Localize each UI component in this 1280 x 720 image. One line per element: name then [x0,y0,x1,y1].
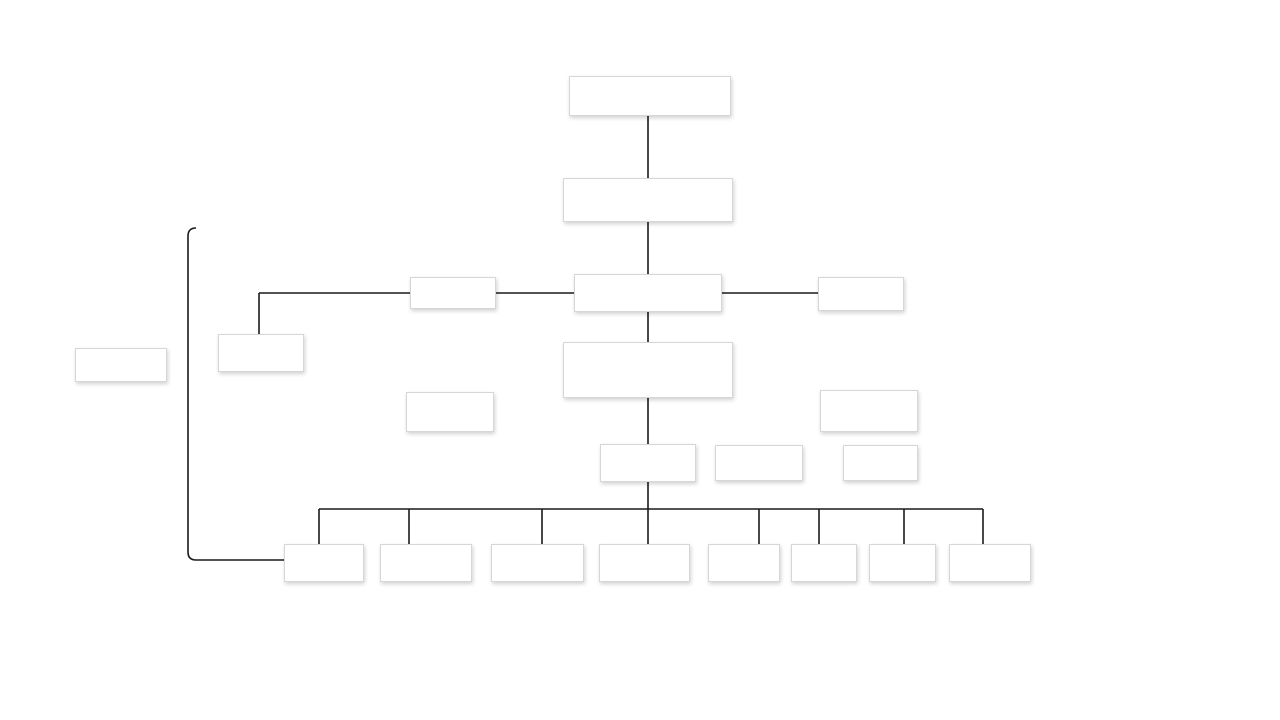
org-node-19[interactable] [791,544,857,582]
org-node-9[interactable] [600,444,696,482]
org-node-14[interactable] [284,544,364,582]
org-node-1[interactable] [569,76,731,116]
org-node-6[interactable] [563,342,733,398]
org-node-3[interactable] [574,274,722,312]
org-node-10[interactable] [406,392,494,432]
org-node-15[interactable] [380,544,472,582]
org-node-8[interactable] [75,348,167,382]
org-node-17[interactable] [599,544,690,582]
org-node-5[interactable] [818,277,904,311]
org-node-12[interactable] [715,445,803,481]
connector-bracket-left [187,227,284,561]
org-node-11[interactable] [820,390,918,432]
org-node-21[interactable] [949,544,1031,582]
org-node-13[interactable] [843,445,918,481]
org-node-18[interactable] [708,544,780,582]
org-node-16[interactable] [491,544,584,582]
org-node-20[interactable] [869,544,936,582]
org-node-7[interactable] [218,334,304,372]
org-node-4[interactable] [410,277,496,309]
org-node-2[interactable] [563,178,733,222]
